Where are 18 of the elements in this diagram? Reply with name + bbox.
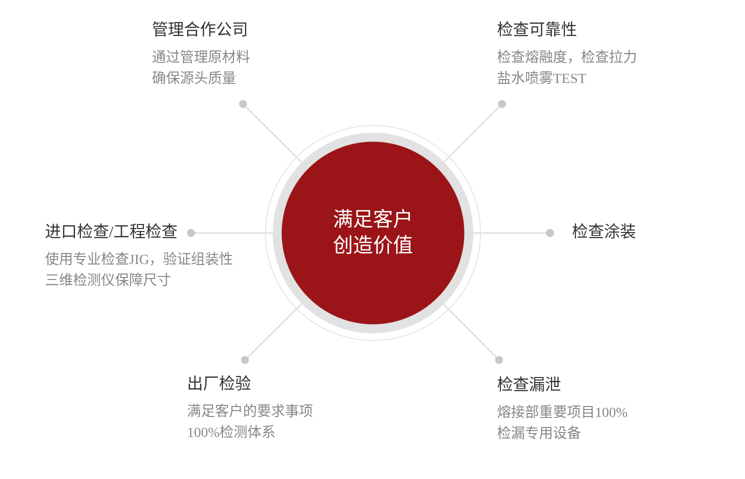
hub-label: 满足客户创造价值	[332, 208, 414, 259]
section-heading: 进口检查/工程检查	[45, 222, 178, 243]
endpoint-dot	[241, 356, 249, 364]
description-text: 通过管理原材料确保源头质量	[152, 48, 251, 89]
description-text: 熔接部重要项目100%检漏专用设备	[497, 404, 629, 444]
endpoint-dot	[187, 229, 195, 237]
section-heading: 出厂检验	[187, 374, 251, 395]
endpoint-dot	[498, 100, 506, 108]
endpoint-dot	[239, 100, 247, 108]
description-text: 满足客户的要求事项100%检测体系	[187, 402, 314, 443]
description-text: 使用专业检查JIG，验证组装性三维检测仪保障尺寸	[45, 250, 234, 291]
section-heading: 管理合作公司	[152, 20, 248, 41]
endpoint-dot	[495, 356, 503, 364]
section-heading: 检查涂装	[572, 222, 636, 243]
endpoint-dot	[546, 229, 554, 237]
section-heading: 检查漏泄	[497, 375, 561, 396]
description-text: 检查熔融度，检查拉力盐水喷雾TEST	[497, 48, 638, 89]
section-heading: 检查可靠性	[497, 20, 577, 41]
